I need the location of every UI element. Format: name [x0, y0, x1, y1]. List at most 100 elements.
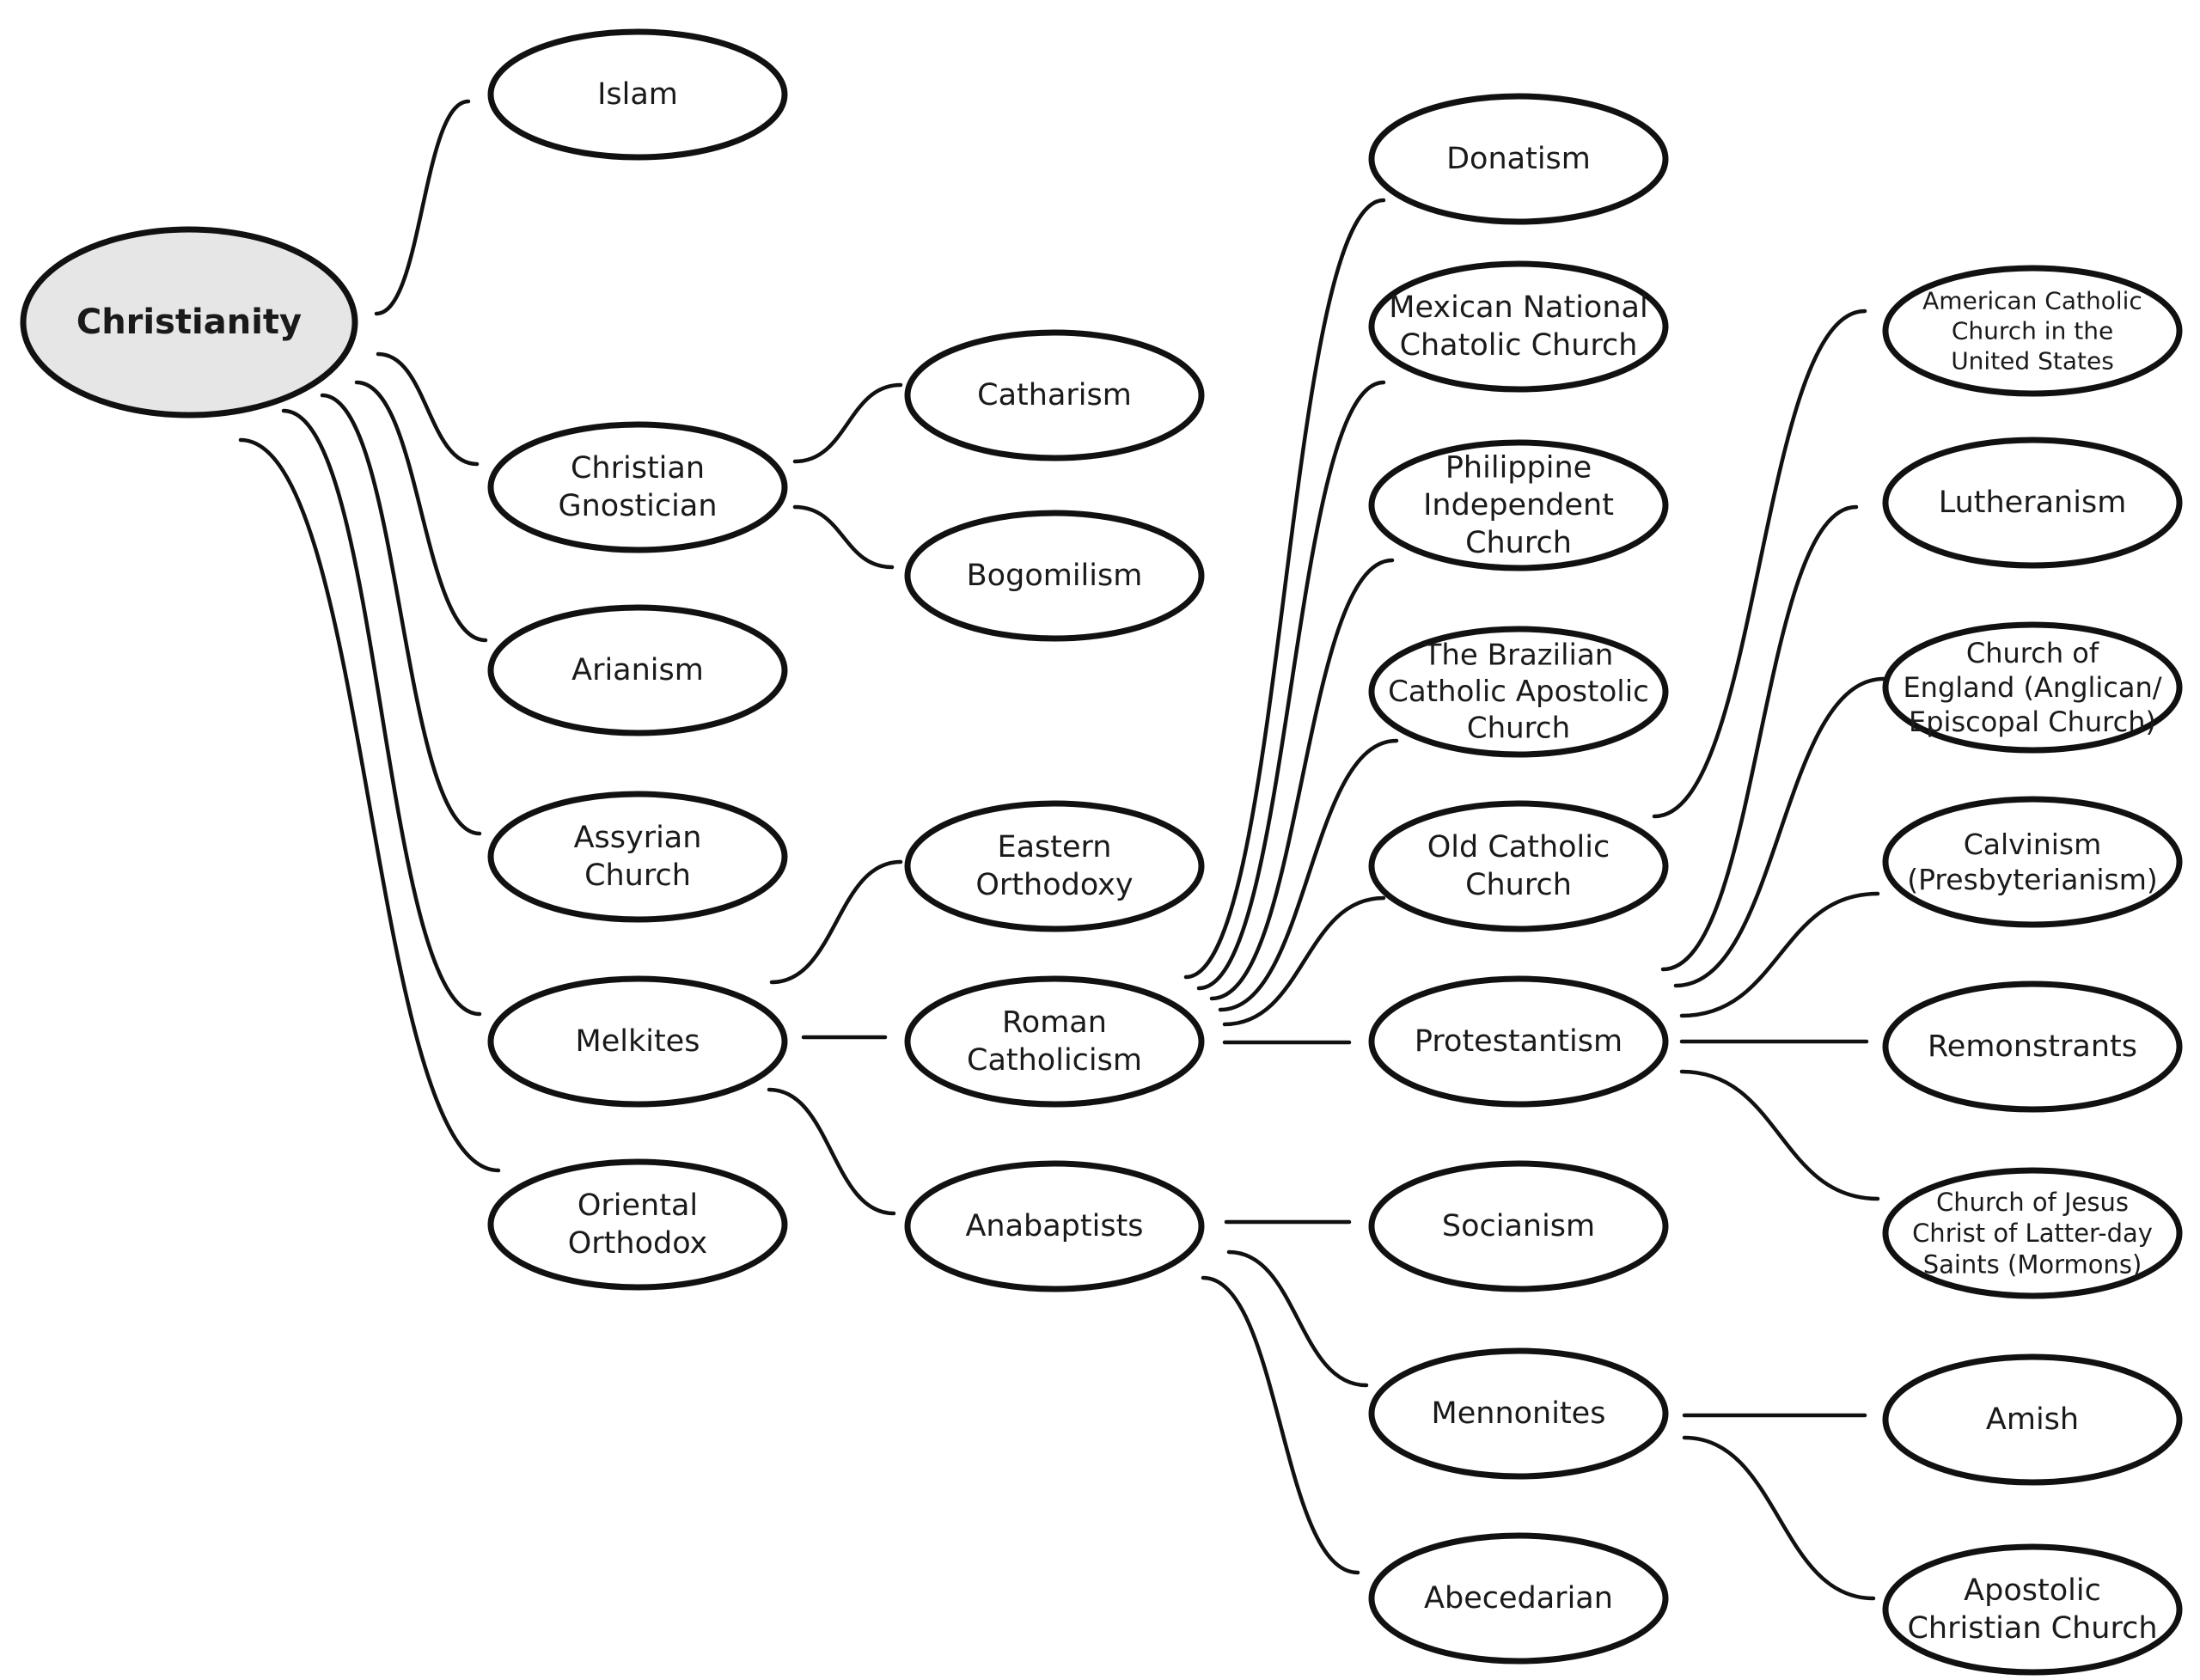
- node-label-line: Church: [584, 858, 691, 893]
- node-label-line: Protestantism: [1415, 1024, 1622, 1059]
- node-label-line: Catharism: [977, 378, 1132, 412]
- node-label-line: The Brazilian: [1423, 638, 1614, 673]
- node-ellipse: [1368, 93, 1669, 225]
- edge-protestantism-to-lutheranism: [1660, 504, 1859, 972]
- node-ellipse: [1368, 1347, 1669, 1480]
- node-label-line: Apostolic: [1964, 1573, 2101, 1608]
- edge-christianity-to-oriental-orthodox: [238, 437, 501, 1173]
- node-label-line: Donatism: [1446, 142, 1591, 176]
- node-amish: Amish: [1882, 1353, 2183, 1486]
- node-label-line: Saints (Mormons): [1923, 1249, 2142, 1279]
- edges-layer: [238, 99, 1886, 1601]
- node-christianity: Christianity: [20, 226, 358, 418]
- node-ellipse: [1368, 439, 1669, 571]
- node-label-line: Orthodoxy: [975, 868, 1133, 902]
- edge-christian-gnostician-to-catharism: [792, 382, 903, 464]
- node-label-line: American Catholic: [1922, 287, 2142, 315]
- node-mennonites: Mennonites: [1368, 1347, 1669, 1480]
- node-label-line: Calvinism: [1964, 828, 2102, 861]
- edge-christianity-to-islam: [374, 99, 471, 316]
- edge-protestantism-to-church-of-england: [1673, 676, 1886, 988]
- edge-christianity-to-arianism: [354, 380, 488, 643]
- node-ellipse: [487, 28, 788, 161]
- node-label-line: Socianism: [1442, 1209, 1595, 1243]
- node-label-line: Mennonites: [1432, 1396, 1606, 1431]
- edge-roman-catholicism-to-brazilian-catholic-apostolic-church: [1218, 738, 1399, 1012]
- edge-roman-catholicism-to-mexican-national-catholic-church: [1196, 380, 1386, 991]
- node-label-line: Eastern: [997, 830, 1111, 864]
- node-ellipse: [1882, 437, 2183, 569]
- node-ellipse: [487, 791, 788, 923]
- node-catharism: Catharism: [904, 329, 1205, 461]
- node-donatism: Donatism: [1368, 93, 1669, 225]
- node-label-line: Church: [1465, 526, 1572, 560]
- node-label-line: Gnostician: [559, 489, 718, 523]
- node-label-line: Mexican National: [1389, 290, 1647, 325]
- node-ellipse: [904, 510, 1205, 642]
- edge-christianity-to-assyrian-church: [320, 393, 482, 836]
- node-label-line: Amish: [1986, 1402, 2079, 1437]
- edge-christianity-to-melkites: [281, 408, 482, 1017]
- node-ellipse: [904, 1160, 1205, 1292]
- edge-roman-catholicism-to-philippine-independent-church: [1209, 558, 1395, 1001]
- node-ellipse: [1882, 1543, 2183, 1676]
- node-ellipse: [1882, 796, 2183, 928]
- node-label-line: Church in the: [1952, 317, 2113, 345]
- node-remonstrants: Remonstrants: [1882, 981, 2183, 1113]
- node-label-line: Episcopal Church): [1909, 706, 2156, 738]
- node-bogomilism: Bogomilism: [904, 510, 1205, 642]
- node-label-line: Christian: [571, 451, 705, 486]
- node-label-line: Orthodox: [568, 1226, 708, 1261]
- node-ellipse: [904, 800, 1205, 932]
- node-ellipse: [1882, 981, 2183, 1113]
- edge-melkites-to-eastern-orthodoxy: [769, 859, 903, 985]
- node-label-line: Church of: [1966, 637, 2099, 669]
- node-label-line: Catholicism: [967, 1043, 1142, 1078]
- node-abecedarian: Abecedarian: [1368, 1532, 1669, 1665]
- edge-anabaptists-to-abecedarian: [1201, 1275, 1360, 1575]
- node-ellipse: [487, 421, 788, 553]
- node-ellipse: [1368, 626, 1669, 758]
- node-islam: Islam: [487, 28, 788, 161]
- node-label-line: England (Anglican/: [1903, 671, 2161, 704]
- node-arianism: Arianism: [487, 604, 788, 736]
- node-label-line: Christ of Latter-day: [1912, 1219, 2153, 1248]
- node-ellipse: [1368, 1532, 1669, 1665]
- node-melkites: Melkites: [487, 975, 788, 1108]
- node-label-line: Lutheranism: [1939, 486, 2127, 520]
- node-calvinism: Calvinism(Presbyterianism): [1882, 796, 2183, 928]
- node-ellipse: [904, 975, 1205, 1108]
- node-ellipse: [1368, 260, 1669, 393]
- node-label-line: Abecedarian: [1424, 1581, 1613, 1616]
- edge-protestantism-to-calvinism: [1679, 891, 1880, 1018]
- node-label-line: Philippine: [1445, 450, 1592, 485]
- node-protestantism: Protestantism: [1368, 975, 1669, 1108]
- node-label-line: Christian Church: [1907, 1611, 2157, 1646]
- node-label-line: Melkites: [576, 1024, 700, 1059]
- node-ellipse: [20, 226, 358, 418]
- node-ellipse: [904, 329, 1205, 461]
- node-anabaptists: Anabaptists: [904, 1160, 1205, 1292]
- node-label-line: Church: [1465, 868, 1572, 902]
- node-ellipse: [1368, 800, 1669, 932]
- node-label-line: Chatolic Church: [1400, 328, 1638, 363]
- node-label-line: Assyrian: [574, 821, 702, 855]
- node-socianism: Socianism: [1368, 1160, 1669, 1292]
- node-label-line: Bogomilism: [967, 559, 1143, 593]
- node-ellipse: [1882, 265, 2183, 397]
- node-label-line: Remonstrants: [1928, 1029, 2137, 1064]
- node-ellipse: [1368, 1160, 1669, 1292]
- edge-old-catholic-church-to-american-catholic-church: [1652, 309, 1867, 819]
- edge-mennonites-to-apostolic-christian-church: [1682, 1435, 1876, 1601]
